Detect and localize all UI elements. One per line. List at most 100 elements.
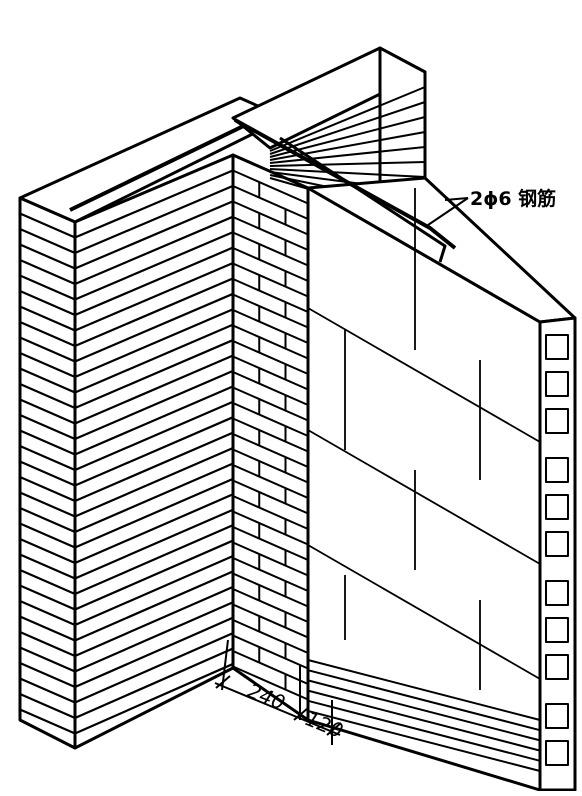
brick-course-line [19,522,76,549]
brick-course-line [74,524,234,596]
brick-course-line [74,215,234,286]
dimension-marks [214,639,342,745]
brick-course-line [74,616,234,689]
brick-course-line [232,572,309,608]
rebar-leader-line [427,197,469,226]
brick-course-line [19,429,76,456]
brick-course-line [232,169,309,205]
brick-course-line [74,169,234,239]
dim-tick-1 [215,675,231,689]
brick-course-line [74,385,234,456]
brick-course-line [74,184,234,255]
dim-line [214,682,341,736]
dim-tick-3 [326,722,342,736]
brick-course-line [232,402,309,437]
brick-course-line [269,168,426,178]
dim-tick-2 [293,707,309,721]
brick-course-line [232,417,309,453]
brick-course-line [232,340,309,375]
brick-course-line [74,447,234,518]
brick-course-line [19,305,76,332]
brick-course-line [74,246,234,317]
brick-course-line [307,710,541,772]
brick-course-line [232,247,309,282]
block-hollow-cell [545,334,569,360]
brick-course-line [74,601,234,673]
brick-course-line [269,146,426,164]
brick-course-line [19,692,76,720]
brick-course-line [232,371,309,406]
block-bed-joint [307,544,541,680]
block-hollow-cell [545,531,569,557]
block-wall [234,118,577,792]
brick-course-line [232,479,309,515]
right-wall-front-face [231,153,310,722]
brick-course-line [232,526,309,561]
left-brick-wall [18,59,360,750]
brick-course-line [307,699,541,762]
brick-course-line [74,647,234,720]
brick-course-line [19,274,76,301]
brick-course-line [74,292,234,363]
brick-course-line [74,323,234,394]
brick-course-line [232,278,309,313]
block-bed-joint [307,429,541,565]
brick-course-line [232,588,309,623]
block-wall-hollow-cells [545,334,569,766]
brick-course-line [232,386,309,422]
brick-course-line [74,493,234,565]
brick-course-line [19,646,76,673]
brick-course-line [232,231,309,267]
block-hollow-cell [545,371,569,397]
brick-course-line [74,431,234,503]
brick-course-line [232,557,309,592]
block-bed-joint [307,307,541,443]
block-wall-base-brick-courses [307,659,541,772]
brick-course-line [232,650,309,685]
block-hollow-cell [545,654,569,680]
brick-course-line [232,324,309,360]
brick-course-line [74,632,234,704]
brick-course-line [19,289,76,317]
brick-course-line [19,382,76,410]
brick-course-line [19,336,76,363]
brick-course-line [232,262,309,298]
brick-course-line [232,510,309,546]
brick-course-line [19,243,76,270]
brick-course-line [307,659,541,721]
block-hollow-cell [545,617,569,643]
brick-course-line [19,677,76,704]
block-wall-rebar [234,118,457,250]
brick-course-line [232,309,309,344]
brick-course-line [19,537,76,565]
left-wall-brick-courses [19,169,234,735]
brick-course-line [74,200,234,270]
rebar-callout: 2ϕ6 钢筋 [427,187,556,226]
brick-course-line [74,308,234,379]
brick-course-line [232,541,309,577]
brick-course-line [19,584,76,611]
brick-course-line [19,599,76,627]
brick-course-line [74,354,234,425]
brick-course-line [232,200,309,236]
right-brick-wall [231,46,427,722]
brick-course-line [269,116,426,158]
block-hollow-cell [545,494,569,520]
brick-course-line [74,570,234,642]
brick-course-line [19,398,76,425]
brick-course-line [74,585,234,658]
rebar-label: 2ϕ6 钢筋 [470,187,556,210]
brick-course-line [19,367,76,394]
brick-course-line [19,227,76,255]
brick-course-line [74,462,234,534]
brick-course-line [19,212,76,239]
brick-course-line [74,277,234,348]
brick-course-line [74,508,234,580]
brick-course-line [232,634,309,670]
block-hollow-cell [545,408,569,434]
brick-course-line [269,101,426,155]
brick-course-line [232,619,309,654]
brick-course-line [19,491,76,518]
